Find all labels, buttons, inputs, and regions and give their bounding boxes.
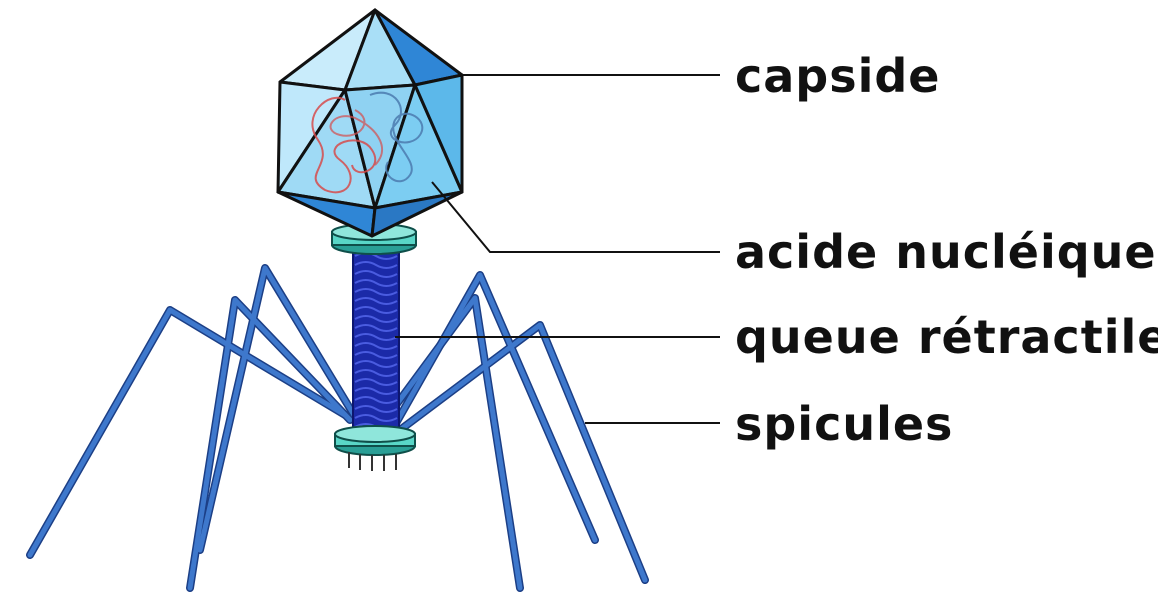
label-capsid: capside (735, 49, 941, 103)
retractable-tail (353, 250, 399, 435)
label-nucleic-acid: acide nucléique (735, 225, 1157, 279)
label-tail-fibers: spicules (735, 397, 953, 451)
tail-fibers (30, 268, 645, 588)
base-plate (335, 426, 415, 471)
capsid (278, 10, 462, 236)
label-tail: queue rétractile (735, 310, 1158, 364)
